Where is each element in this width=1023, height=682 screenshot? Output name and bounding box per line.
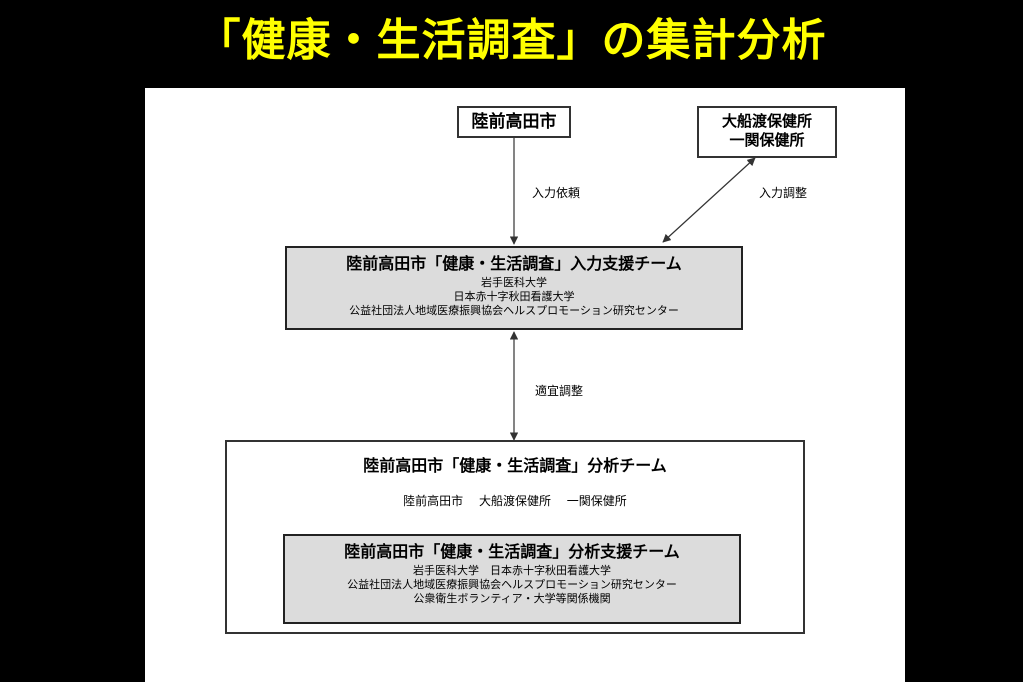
- health-center-ichinoseki: 一関保健所: [729, 130, 805, 149]
- node-health-centers: 大船渡保健所 一関保健所: [697, 106, 837, 158]
- input-team-member: 日本赤十字秋田看護大学: [453, 289, 575, 303]
- edge-label-input-adjust: 入力調整: [759, 186, 808, 200]
- support-team-title: 陸前高田市「健康・生活調査」分析支援チーム: [344, 542, 680, 561]
- diagram-panel: 陸前高田市 大船渡保健所 一関保健所 入力依頼 入力調整 陸前高田市「健康・生活…: [145, 88, 905, 682]
- input-team-member: 公益社団法人地域医療振興協会ヘルスプロモーション研究センター: [349, 303, 679, 317]
- connector-arrows: [509, 138, 756, 441]
- node-rikuzentakata: 陸前高田市: [457, 106, 571, 138]
- edge-label-adjust-as-needed: 適宜調整: [535, 384, 584, 398]
- slide-title: 「健康・生活調査」の集計分析: [196, 15, 827, 66]
- support-team-member: 公益社団法人地域医療振興協会ヘルスプロモーション研究センター: [347, 577, 677, 591]
- analysis-team-title: 陸前高田市「健康・生活調査」分析チーム: [363, 456, 667, 475]
- support-team-member: 公衆衛生ボランティア・大学等関係機関: [413, 591, 611, 605]
- edge-label-input-request: 入力依頼: [532, 186, 581, 200]
- input-team-title: 陸前高田市「健康・生活調査」入力支援チーム: [346, 254, 682, 273]
- input-team-member: 岩手医科大学: [481, 276, 547, 289]
- health-center-ofunato: 大船渡保健所: [721, 112, 812, 130]
- node-analysis-support-team: 陸前高田市「健康・生活調査」分析支援チーム 岩手医科大学 日本赤十字秋田看護大学…: [283, 534, 741, 624]
- support-team-member: 岩手医科大学 日本赤十字秋田看護大学: [413, 564, 611, 577]
- arrow-input-adjust: [662, 157, 756, 243]
- node-input-support-team: 陸前高田市「健康・生活調査」入力支援チーム 岩手医科大学 日本赤十字秋田看護大学…: [285, 246, 743, 330]
- node-analysis-team: 陸前高田市「健康・生活調査」分析チーム 陸前高田市 大船渡保健所 一関保健所 陸…: [225, 440, 805, 634]
- analysis-team-members: 陸前高田市 大船渡保健所 一関保健所: [403, 494, 627, 508]
